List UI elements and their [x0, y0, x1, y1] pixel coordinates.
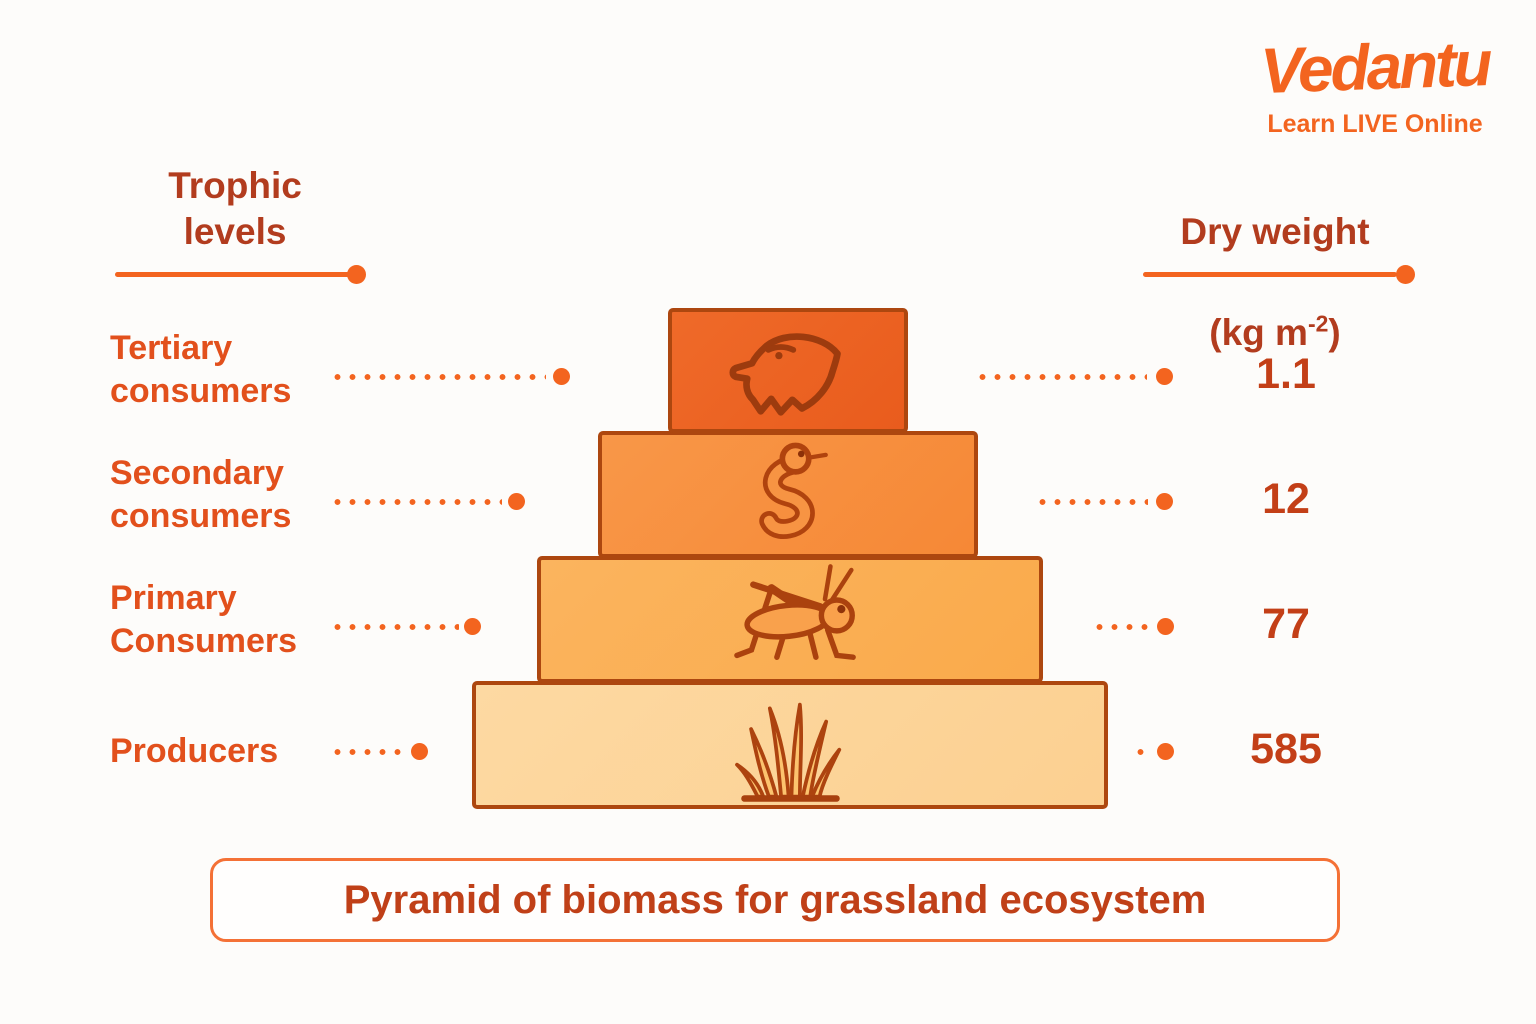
grasshopper-icon: [733, 563, 856, 660]
value-tertiary: 1.1: [1256, 350, 1316, 398]
leader-dot-left-primary-icon: [464, 618, 481, 635]
pyramid-tier-primary-consumers: [537, 556, 1043, 683]
vedantu-tagline: Learn LIVE Online: [1267, 110, 1483, 138]
leader-right-tertiary: [975, 374, 1147, 380]
vedantu-logo: Vedantu Learn LIVE Online: [1230, 27, 1520, 139]
grass-icon: [734, 702, 841, 802]
dry-weight-underline-dot-icon: [1396, 265, 1415, 284]
dry-weight-unit: (kg m-2): [1209, 311, 1341, 354]
trophic-underline-dot-icon: [347, 265, 366, 284]
leader-dot-right-primary-icon: [1157, 618, 1174, 635]
leader-right-primary: [1092, 624, 1149, 630]
label-tertiary-consumers: Tertiary consumers: [110, 329, 292, 410]
pyramid-tier-producers: [472, 681, 1108, 809]
trophic-levels-header: Trophic levels: [168, 165, 302, 252]
leader-dot-right-tertiary-icon: [1156, 368, 1173, 385]
caption-box: Pyramid of biomass for grassland ecosyst…: [210, 858, 1340, 942]
leader-dot-right-producers-icon: [1157, 743, 1174, 760]
value-producers: 585: [1250, 725, 1322, 773]
value-primary: 77: [1262, 600, 1310, 648]
leader-dot-left-tertiary-icon: [553, 368, 570, 385]
snake-icon: [759, 442, 828, 539]
leader-left-secondary: [330, 499, 502, 505]
leader-left-primary: [330, 624, 459, 630]
pyramid-tier-tertiary-consumers: [668, 308, 908, 433]
leader-right-secondary: [1035, 499, 1148, 505]
leader-left-producers: [330, 749, 407, 755]
value-secondary: 12: [1262, 475, 1310, 523]
pyramid-tier-secondary-consumers: [598, 431, 978, 558]
label-primary-consumers: Primary Consumers: [110, 579, 298, 660]
leader-dot-left-producers-icon: [411, 743, 428, 760]
leader-dot-left-secondary-icon: [508, 493, 525, 510]
leader-dot-right-secondary-icon: [1156, 493, 1173, 510]
dry-weight-header-underline: [1143, 272, 1397, 277]
leader-right-producers: [1133, 749, 1151, 755]
label-producers: Producers: [110, 732, 279, 770]
vedantu-wordmark: Vedantu: [1259, 27, 1491, 107]
leader-left-tertiary: [330, 374, 546, 380]
dry-weight-title: Dry weight: [1180, 211, 1370, 252]
label-secondary-consumers: Secondary consumers: [110, 454, 292, 535]
caption-text: Pyramid of biomass for grassland ecosyst…: [343, 877, 1207, 922]
dry-weight-header: Dry weight (kg m-2): [1130, 163, 1420, 356]
eagle-icon: [728, 332, 841, 416]
trophic-header-underline: [115, 272, 351, 277]
